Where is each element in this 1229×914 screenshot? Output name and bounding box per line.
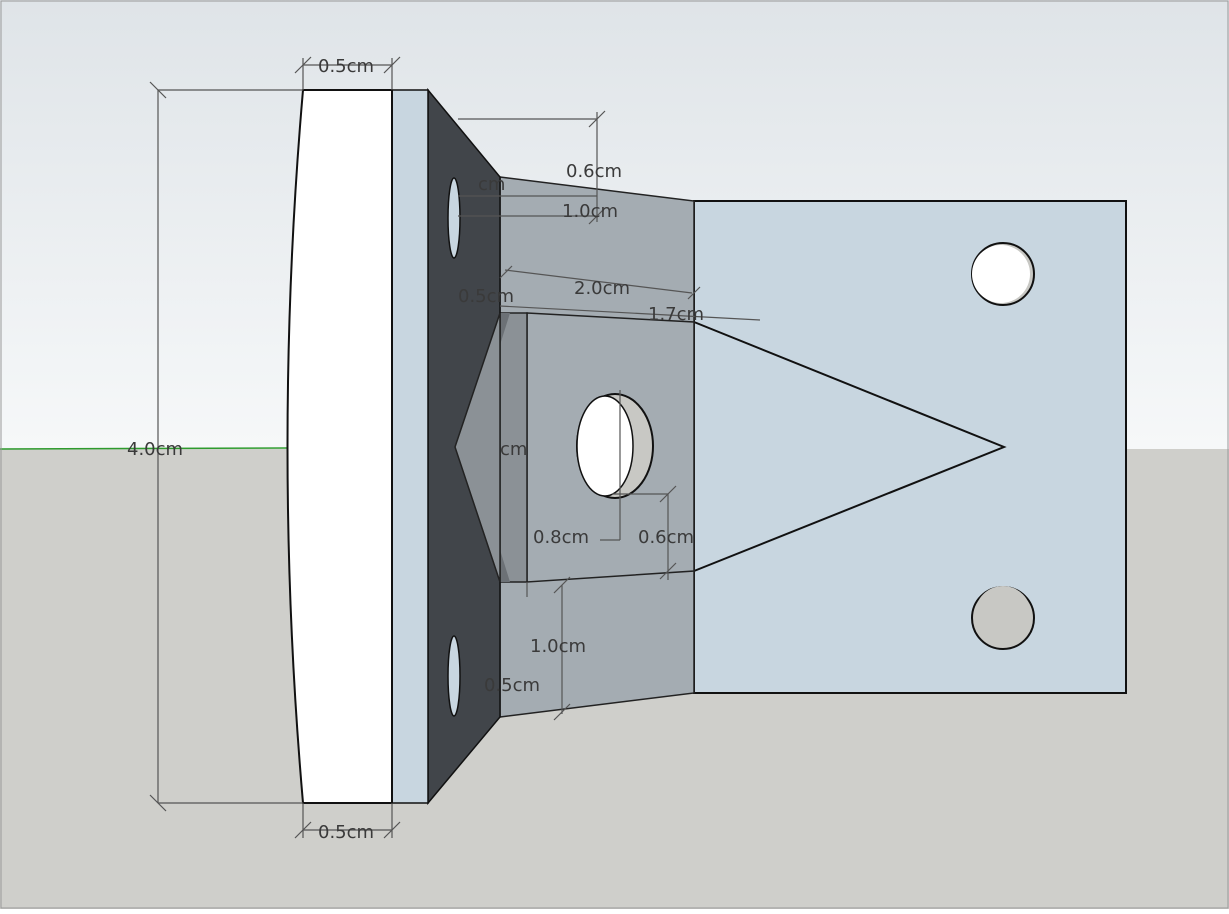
bracket-hole-top bbox=[971, 242, 1035, 306]
dim-lower-neck-height: 1.0cm bbox=[530, 636, 586, 657]
curved-face-plate bbox=[286, 89, 393, 804]
bracket-plate bbox=[693, 200, 1127, 694]
dim-hole-offset-top: 1.0cm bbox=[562, 201, 618, 222]
dim-face-thickness-bottom: 0.5cm bbox=[318, 822, 374, 843]
dim-face-thickness-top: 0.5cm bbox=[318, 56, 374, 77]
taper-hole-bottom bbox=[447, 635, 461, 717]
dim-overall-height: 4.0cm bbox=[127, 439, 183, 460]
bracket-hole-bottom bbox=[971, 586, 1035, 650]
dim-top-partial: cm bbox=[478, 174, 505, 195]
center-hole bbox=[576, 393, 654, 499]
dim-center-partial: cm bbox=[500, 439, 527, 460]
taper-hole-top bbox=[447, 177, 461, 259]
dim-upper-neck-length: 2.0cm bbox=[574, 278, 630, 299]
dim-block-length: 1.7cm bbox=[648, 304, 704, 325]
green-axis-line bbox=[0, 447, 291, 450]
bevel-inner-face bbox=[454, 312, 501, 583]
dimension-lines bbox=[149, 56, 761, 839]
dim-upper-step: 0.6cm bbox=[566, 161, 622, 182]
dim-hole-diameter: 0.8cm bbox=[533, 527, 589, 548]
dim-lower-hole-offset: 0.5cm bbox=[484, 675, 540, 696]
spike-outline bbox=[693, 321, 1007, 572]
dim-hole-edge-distance: 0.6cm bbox=[638, 527, 694, 548]
dim-hole-edge-offset: 0.5cm bbox=[458, 286, 514, 307]
face-plate-side bbox=[391, 89, 429, 804]
